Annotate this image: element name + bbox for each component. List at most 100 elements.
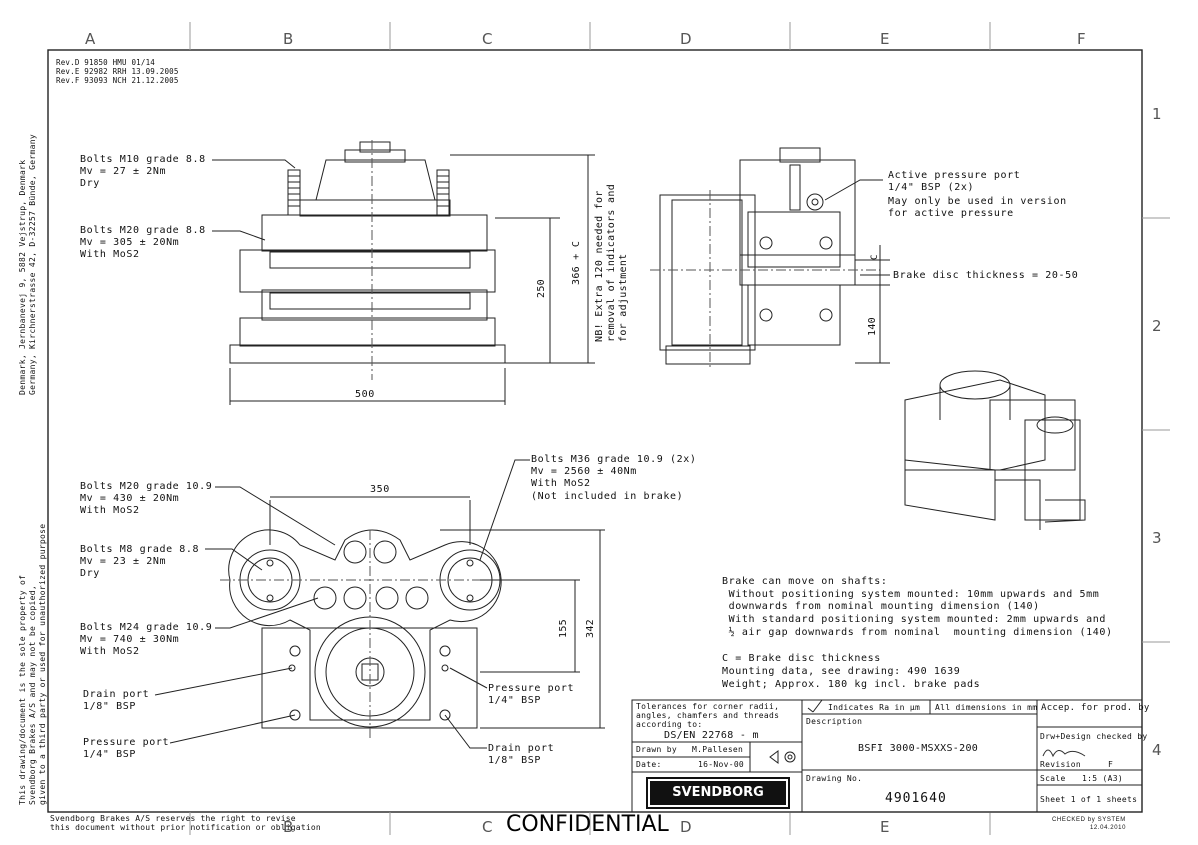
all-dimensions: All dimensions in mm (935, 703, 1038, 712)
description-value: BSFI 3000-MSXXS-200 (858, 743, 979, 754)
note-pressure-left-1: Pressure port (83, 737, 170, 748)
tolerance-standard: DS/EN 22768 - m (664, 730, 759, 741)
note-m20-109-3: With MoS2 (80, 505, 140, 516)
active-port-1: Active pressure port (888, 170, 1021, 181)
indicates-ra: Indicates Ra in µm (828, 703, 921, 712)
svendborg-logo: SVENDBORG BRAKES (646, 777, 790, 828)
date-value: 16-Nov-00 (698, 760, 745, 769)
note-pressure-left-2: 1/4" BSP (83, 749, 136, 760)
isometric-view-drawing (904, 370, 1086, 530)
note-m10-line2: Mv = 27 ± 2Nm (80, 166, 167, 177)
note-drain-right-2: 1/8" BSP (488, 755, 541, 766)
note-m36-1: Bolts M36 grade 10.9 (2x) (531, 454, 697, 465)
note-m36-3: With MoS2 (531, 478, 591, 489)
property-line-1: This drawing/document is the sole proper… (18, 574, 27, 805)
drawn-by-value: M.Pallesen (692, 745, 744, 754)
note-m20-line2: Mv = 305 ± 20Nm (80, 237, 180, 248)
dim-350: 350 (370, 484, 390, 495)
note-m8-3: Dry (80, 568, 100, 579)
dim-342: 342 (585, 619, 596, 638)
active-port-2: 1/4" BSP (2x) (888, 182, 975, 193)
footer-line-1: Svendborg Brakes A/S reserves the right … (50, 814, 296, 823)
note-drain-right-1: Drain port (488, 743, 555, 754)
row-header-3: 3 (1152, 529, 1162, 547)
col-header-c: C (482, 30, 493, 48)
col-header-e: E (880, 30, 890, 48)
col-footer-c: C (482, 818, 493, 836)
note-m8-1: Bolts M8 grade 8.8 (80, 544, 200, 555)
description-label: Description (806, 717, 863, 726)
tolerance-2: angles, chamfers and threads (636, 711, 780, 720)
revision-label: Revision (1040, 760, 1081, 769)
address-denmark: Denmark, Jernbanevej 9, 5882 Vejstrup, D… (18, 159, 27, 395)
dim-250: 250 (536, 279, 547, 298)
note-drain-left-1: Drain port (83, 689, 150, 700)
col-header-a: A (85, 30, 96, 48)
drawn-by-label: Drawn by (636, 745, 677, 754)
footer-line-2: this document without prior notification… (50, 823, 321, 832)
active-port-3: May only be used in version (888, 196, 1067, 207)
front-view-drawing (212, 140, 595, 405)
address-germany: Germany, Kirchnerstrasse 42, D-32257 Bün… (28, 134, 37, 395)
shaft-note-5: ½ air gap downwards from nominal mountin… (722, 627, 1113, 638)
shaft-note-7: C = Brake disc thickness (722, 653, 881, 664)
checked-by-system: CHECKED by SYSTEM (1052, 817, 1126, 823)
note-m20-109-1: Bolts M20 grade 10.9 (80, 481, 213, 492)
revision-f: Rev.F 93093 NCH 21.12.2005 (56, 76, 179, 85)
note-m20-line1: Bolts M20 grade 8.8 (80, 225, 206, 236)
col-header-f: F (1077, 30, 1086, 48)
checked-date: 12.04.2010 (1090, 825, 1127, 831)
col-header-d: D (680, 30, 692, 48)
note-m36-4: (Not included in brake) (531, 491, 684, 502)
side-view-drawing (650, 147, 890, 370)
design-checked: Drw+Design checked by (1040, 732, 1148, 741)
note-m8-2: Mv = 23 ± 2Nm (80, 556, 167, 567)
note-drain-left-2: 1/8" BSP (83, 701, 136, 712)
nb-note-1: NB! Extra 120 needed for (594, 190, 605, 342)
row-header-4: 4 (1152, 741, 1162, 759)
shaft-note-4: With standard positioning system mounted… (722, 614, 1106, 625)
property-line-3: given to a third party or used for unaut… (38, 523, 47, 805)
revision-d: Rev.D 91850 HMU 01/14 (56, 58, 156, 67)
note-pressure-right-2: 1/4" BSP (488, 695, 541, 706)
shaft-note-1: Brake can move on shafts: (722, 576, 888, 587)
revision-e: Rev.E 92982 RRH 13.09.2005 (56, 67, 179, 76)
shaft-note-2: Without positioning system mounted: 10mm… (722, 589, 1100, 600)
note-m24-3: With MoS2 (80, 646, 140, 657)
note-m20-109-2: Mv = 430 ± 20Nm (80, 493, 180, 504)
tolerance-3: according to: (636, 720, 703, 729)
revision-value: F (1108, 760, 1114, 769)
col-header-b: B (283, 30, 294, 48)
nb-note-3: for adjustment (618, 253, 629, 343)
property-line-2: Svendborg Brakes A/S and may not be copi… (28, 584, 37, 805)
note-m24-2: Mv = 740 ± 30Nm (80, 634, 180, 645)
nb-note-2: removal of indicators and (606, 183, 617, 342)
shaft-note-8: Mounting data, see drawing: 490 1639 (722, 666, 961, 677)
col-footer-b: B (283, 818, 294, 836)
note-m24-1: Bolts M24 grade 10.9 (80, 622, 213, 633)
accep-for-prod: Accep. for prod. by (1041, 703, 1150, 713)
note-m20-line3: With MoS2 (80, 249, 140, 260)
note-pressure-right-1: Pressure port (488, 683, 575, 694)
shaft-note-9: Weight; Approx. 180 kg incl. brake pads (722, 679, 981, 690)
active-port-4: for active pressure (888, 208, 1014, 219)
title-block-lines (631, 699, 1143, 813)
confidential-stamp: CONFIDENTIAL (506, 812, 669, 837)
sheet-count: Sheet 1 of 1 sheets (1040, 795, 1138, 804)
col-footer-d: D (680, 818, 692, 836)
top-view-drawing (154, 459, 605, 749)
shaft-note-3: downwards from nominal mounting dimensio… (722, 601, 1040, 612)
row-header-1: 1 (1152, 105, 1162, 123)
dim-c: C (870, 254, 880, 260)
scale-label: Scale (1040, 774, 1066, 783)
col-footer-e: E (880, 818, 890, 836)
row-header-2: 2 (1152, 317, 1162, 335)
dim-140: 140 (867, 317, 878, 336)
date-label: Date: (636, 760, 662, 769)
dim-155: 155 (558, 619, 569, 638)
drawing-no-value: 4901640 (885, 791, 947, 806)
dim-366: 366 + C (571, 240, 582, 285)
note-m10-line1: Bolts M10 grade 8.8 (80, 154, 206, 165)
tolerance-1: Tolerances for corner radii, (636, 702, 780, 711)
